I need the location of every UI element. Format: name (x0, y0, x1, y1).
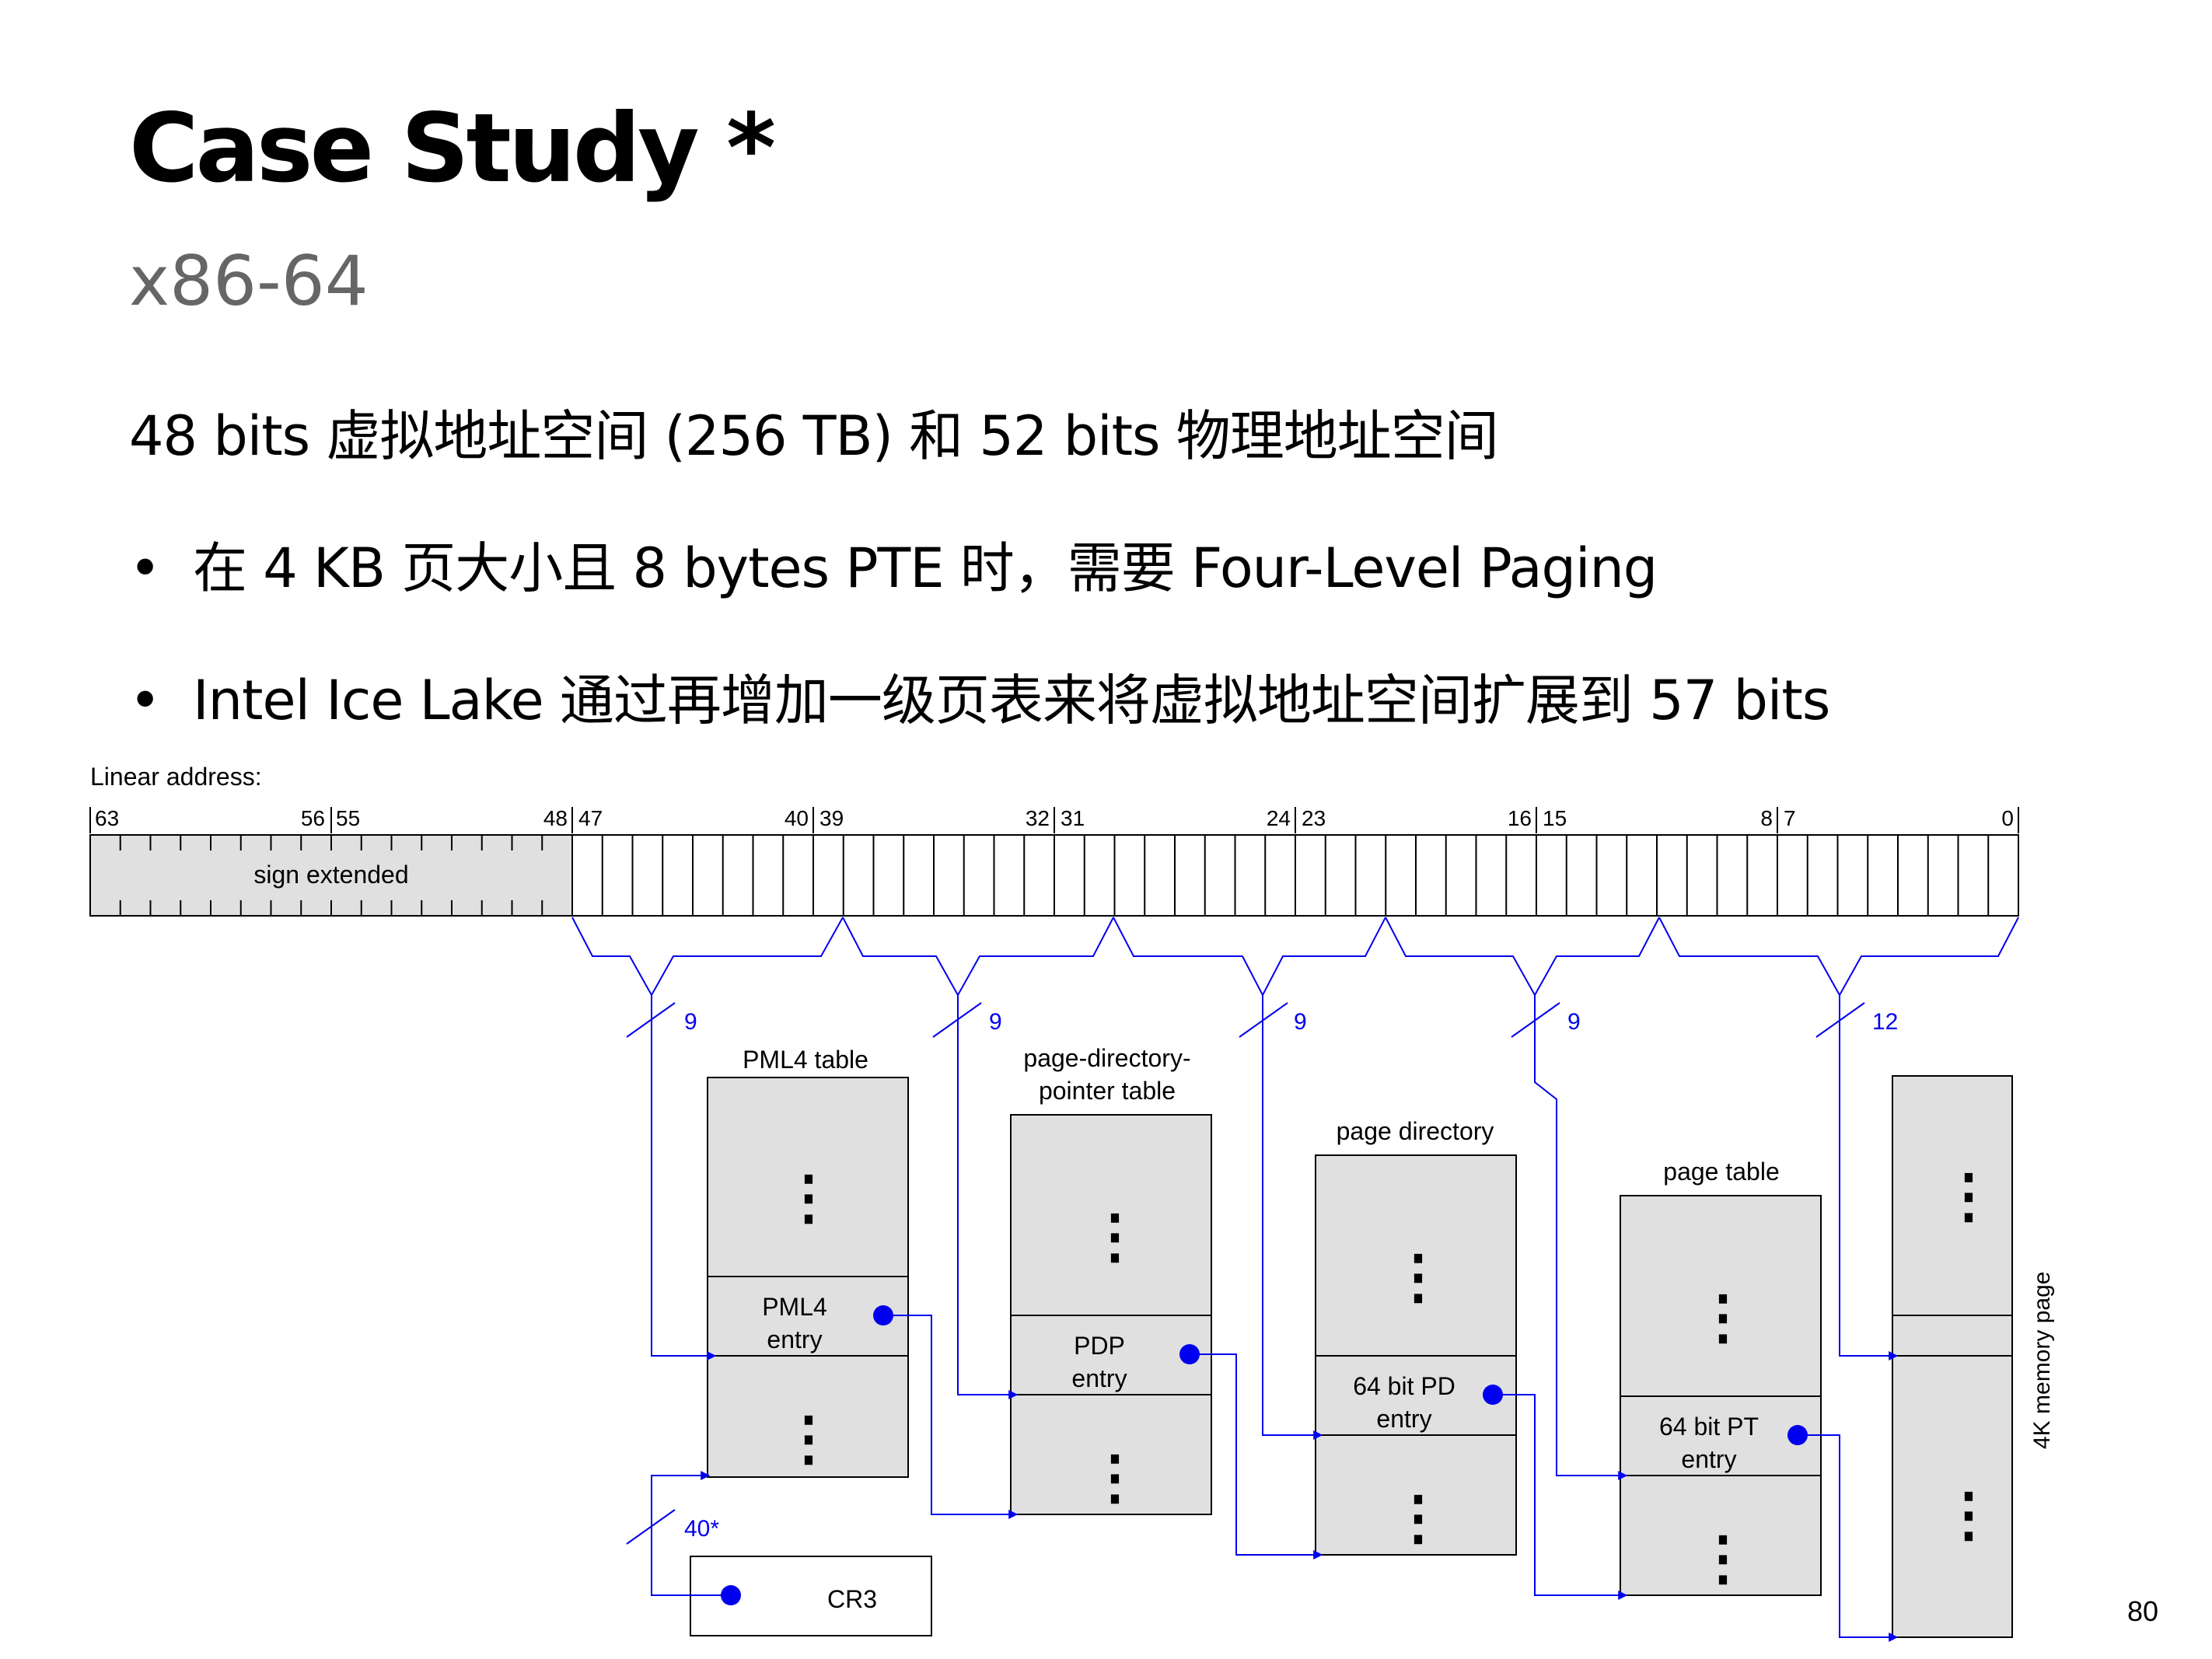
bit-label-23: 23 (1302, 806, 1326, 830)
slide-subtitle: x86-64 (129, 241, 369, 321)
pt-entry-label-1: 64 bit PT (1659, 1413, 1759, 1441)
pdp-table-title-2: pointer table (1039, 1077, 1176, 1105)
bit-labels: 63 56 55 48 47 40 39 32 31 24 23 16 15 8… (95, 806, 2014, 830)
bit-label-47: 47 (578, 806, 603, 830)
pd-pointer-dot (1483, 1385, 1503, 1405)
bit-label-0: 0 (2001, 806, 2014, 830)
ellipsis-icon: ⋮ (1389, 1244, 1448, 1310)
bit-label-16: 16 (1508, 806, 1532, 830)
pdp-pointer-dot (1179, 1344, 1200, 1364)
ellipsis-icon: ⋮ (1693, 1284, 1752, 1350)
address-space-line: 48 bits 虚拟地址空间 (256 TB) 和 52 bits 物理地址空间 (129, 404, 1499, 468)
ellipsis-icon: ⋮ (1389, 1485, 1448, 1551)
pdp-table-title-1: page-directory- (1023, 1044, 1190, 1072)
offset-width-label: 12 (1872, 1009, 1898, 1035)
pdp-table: page-directory- pointer table PDP entry … (1010, 1044, 1212, 1515)
pml4-table: PML4 table PML4 entry ⋮ ⋮ (707, 1046, 909, 1478)
pml4-entry-label-1: PML4 (762, 1293, 827, 1321)
page-number: 80 (2127, 1595, 2159, 1627)
pt-pointer-dot (1787, 1425, 1808, 1445)
pml4-pointer-dot (873, 1305, 893, 1325)
pml4-width-label: 9 (684, 1009, 697, 1035)
entry-pointer-dots (721, 1305, 1808, 1605)
bullet-text: 在 4 KB 页大小且 8 bytes PTE 时，需要 Four-Level … (193, 536, 1658, 600)
page-directory-table: page directory 64 bit PD entry ⋮ ⋮ (1315, 1117, 1517, 1556)
bit-label-15: 15 (1543, 806, 1567, 830)
bullet-item-four-level: • 在 4 KB 页大小且 8 bytes PTE 时，需要 Four-Level… (129, 525, 1658, 603)
pml4-entry-label-2: entry (767, 1325, 822, 1353)
linear-address-label: Linear address: (90, 763, 262, 791)
bit-label-56: 56 (301, 806, 325, 830)
pd-entry-label-1: 64 bit PD (1353, 1372, 1455, 1400)
memory-page: ⋮ ⋮ 4K memory page (1892, 1075, 2055, 1638)
cr3-pointer-dot (721, 1585, 741, 1605)
bit-label-31: 31 (1061, 806, 1085, 830)
ellipsis-icon: ⋮ (779, 1406, 838, 1472)
bit-label-63: 63 (95, 806, 119, 830)
ellipsis-icon: ⋮ (1939, 1163, 1998, 1229)
bit-label-55: 55 (336, 806, 360, 830)
sign-extended-label: sign extended (253, 861, 408, 889)
cr3-label: CR3 (827, 1585, 877, 1613)
memory-page-label: 4K memory page (2029, 1272, 2055, 1449)
pdp-entry-label-2: entry (1071, 1364, 1127, 1392)
address-bit-cells (601, 835, 1990, 916)
ellipsis-icon: ⋮ (1085, 1203, 1144, 1270)
pt-entry-label-2: entry (1681, 1445, 1736, 1473)
page-directory-title: page directory (1337, 1117, 1494, 1145)
bullet-item-ice-lake: • Intel Ice Lake 通过再增加一级页表来将虚拟地址空间扩展到 57 … (129, 657, 1830, 735)
pdp-entry-label-1: PDP (1074, 1332, 1125, 1360)
bullet-icon: • (129, 669, 161, 732)
field-width-labels: 9 9 9 9 12 40* (684, 1009, 1898, 1542)
pml4-table-title: PML4 table (743, 1046, 868, 1074)
field-braces (571, 917, 2019, 997)
bullet-icon: • (129, 536, 161, 600)
ellipsis-icon: ⋮ (1693, 1525, 1752, 1591)
bit-label-32: 32 (1026, 806, 1050, 830)
slide-title: Case Study * (129, 93, 776, 204)
bit-label-24: 24 (1267, 806, 1291, 830)
bit-label-39: 39 (819, 806, 844, 830)
pdpt-width-label: 9 (989, 1009, 1002, 1035)
ellipsis-icon: ⋮ (1085, 1444, 1144, 1511)
bit-label-48: 48 (543, 806, 568, 830)
page-table-title: page table (1663, 1158, 1779, 1186)
sign-extended-ticks (119, 835, 543, 916)
pd-entry-label-2: entry (1376, 1405, 1431, 1433)
ellipsis-icon: ⋮ (779, 1165, 838, 1231)
bit-label-7: 7 (1784, 806, 1796, 830)
page-table: page table 64 bit PT entry ⋮ ⋮ (1620, 1158, 1822, 1596)
pd-width-label: 9 (1294, 1009, 1307, 1035)
cr3-width-label: 40* (684, 1516, 719, 1542)
bullet-text: Intel Ice Lake 通过再增加一级页表来将虚拟地址空间扩展到 57 b… (193, 669, 1830, 732)
ellipsis-icon: ⋮ (1939, 1482, 1998, 1548)
bit-label-8: 8 (1760, 806, 1773, 830)
bit-label-40: 40 (785, 806, 809, 830)
bit-label-separators (89, 807, 2019, 833)
pt-width-label: 9 (1567, 1009, 1581, 1035)
connector-lines (651, 995, 1899, 1642)
